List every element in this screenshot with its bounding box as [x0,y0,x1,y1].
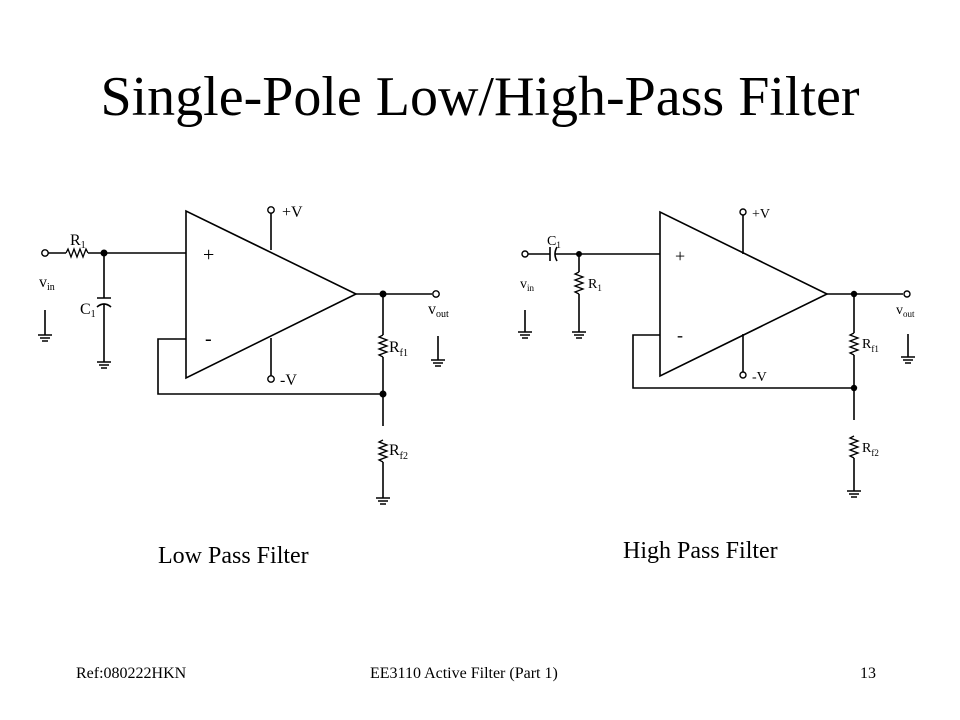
lp-vneg-label: -V [280,372,297,389]
footer-ref: Ref:080222HKN [76,665,187,682]
hp-feedback-wire [632,334,854,389]
hp-rf2-ground [847,490,861,498]
high-pass-caption: High Pass Filter [623,538,778,564]
hp-rf1-label: Rf1 [862,337,879,354]
hp-vneg-terminal [739,371,747,379]
hp-r1-resistor [573,271,585,295]
lp-vin-label: vin [39,274,55,293]
hp-plus-label: + [675,246,685,266]
lp-vpos-label: +V [282,204,303,221]
low-pass-schematic: + - +V -V R1 C1 vin vout Rf1 Rf2 [38,204,449,505]
hp-r1-label: R1 [588,277,602,293]
hp-rf2-resistor [848,435,860,459]
hp-rf2-label: Rf2 [862,441,879,458]
footer-page-number: 13 [860,665,876,682]
hp-vout-terminal [903,290,911,298]
high-pass-schematic: + - +V -V C1 R1 vin vout Rf1 Rf2 [518,207,915,498]
lp-vout-ground [431,336,445,367]
lp-minus-label: - [205,328,212,350]
hp-minus-label: - [677,325,683,345]
lp-rf2-ground [376,497,390,505]
lp-vin-ground [38,310,52,342]
lp-rf1-resistor [377,334,389,358]
hp-vin-label: vin [520,277,535,293]
hp-vneg-label: -V [752,370,767,385]
lp-vpos-terminal [267,206,275,214]
lp-vneg-terminal [267,375,275,383]
footer-course: EE3110 Active Filter (Part 1) [370,665,558,682]
lp-c1-ground [97,361,111,369]
hp-vout-ground [901,334,915,364]
lp-plus-label: + [203,244,214,266]
hp-vin-ground [518,310,532,339]
lp-rf1-label: Rf1 [389,339,408,359]
hp-r1-ground [572,331,586,339]
hp-c1-label: C1 [547,234,561,250]
lp-opamp [185,209,358,380]
hp-rf1-resistor [848,332,860,356]
lp-r1-label: R1 [70,232,86,251]
lp-c1-label: C1 [80,301,96,320]
lp-vout-terminal [432,290,440,298]
slide-title: Single-Pole Low/High-Pass Filter [100,66,860,128]
lp-vout-label: vout [428,301,449,320]
lp-rf2-label: Rf2 [389,442,408,462]
lp-feedback-wire [157,338,383,395]
hp-vout-label: vout [896,303,915,319]
low-pass-caption: Low Pass Filter [158,543,309,569]
hp-vpos-label: +V [752,207,770,222]
lp-rf2-resistor [377,439,389,463]
hp-vpos-terminal [739,208,747,216]
lp-r1-resistor [65,247,89,259]
hp-vin-terminal [521,250,529,258]
